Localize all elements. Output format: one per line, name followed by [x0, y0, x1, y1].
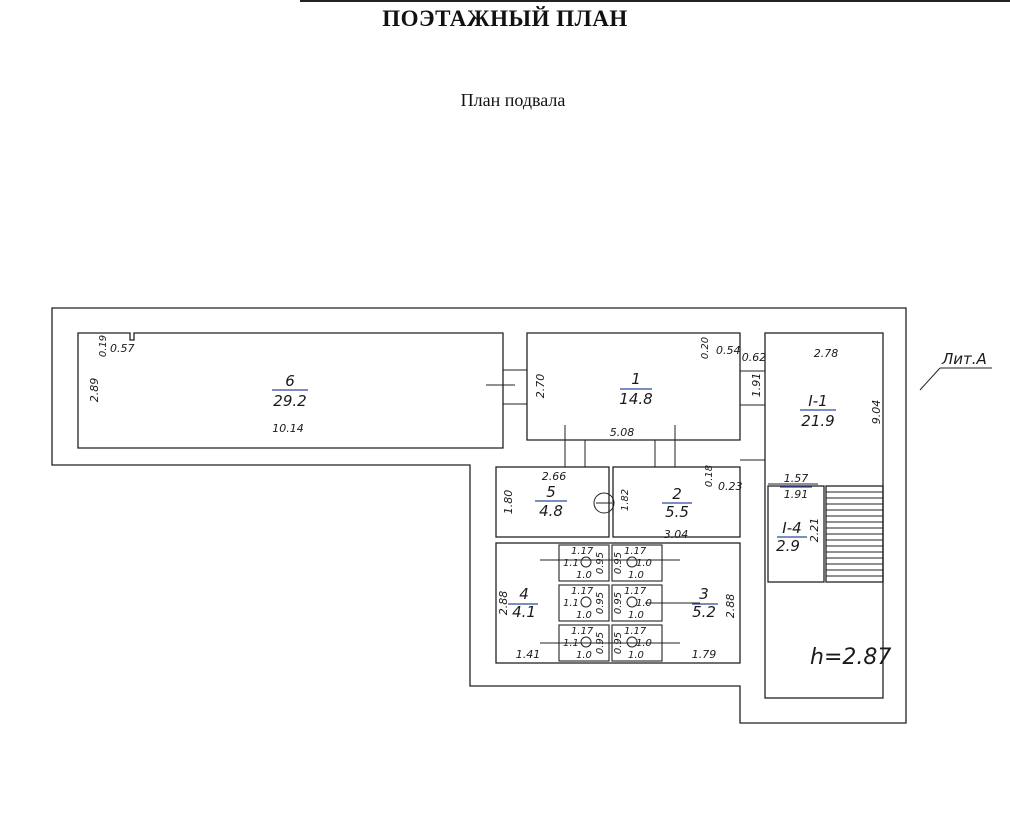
- room-6-dim-b: 0.57: [110, 342, 135, 355]
- room-I1-number: I-1: [808, 392, 827, 410]
- room-6-area: 29.2: [273, 392, 306, 410]
- room-5-dim-left: 1.80: [502, 490, 515, 515]
- room-I4-number: I-4: [782, 519, 801, 537]
- room-6-number: 6: [285, 372, 295, 390]
- cell-area-label: 1.0: [636, 558, 652, 569]
- room-3-number: 3: [699, 585, 709, 603]
- room-3-dim-right: 2.88: [724, 594, 737, 619]
- cell-width-label: 1.17: [624, 546, 647, 557]
- room-2-area: 5.5: [665, 503, 689, 521]
- page-title: ПОЭТАЖНЫЙ ПЛАН: [382, 6, 628, 31]
- page-subtitle: План подвала: [460, 90, 566, 110]
- cell-depth-label: 0.95: [595, 552, 606, 574]
- room-1-number: 1: [631, 370, 641, 388]
- cell-depth-label: 0.95: [613, 552, 624, 574]
- room-5-outline: [495, 466, 610, 538]
- room-2-outline: [612, 466, 741, 538]
- room-1-dim-left: 2.70: [534, 374, 547, 399]
- room-I1-dim-a: 0.62: [742, 351, 767, 364]
- cell-area-label: 1.0: [628, 570, 644, 581]
- room-1-dim-a: 0.20: [700, 337, 711, 359]
- room-I1-dim-left: 1.91: [750, 373, 763, 398]
- room-4-3-outline: [495, 542, 741, 664]
- stair-treads: [826, 491, 883, 577]
- room-2-dim-b: 0.18: [704, 465, 715, 487]
- cell-width-label: 1.17: [624, 586, 647, 597]
- top-rule: [300, 0, 1010, 2]
- room-5-area: 4.8: [539, 502, 563, 520]
- cell-area-label: 1.1: [563, 558, 579, 569]
- room-I4-area: 2.9: [776, 537, 800, 555]
- room-I1-area: 21.9: [801, 412, 834, 430]
- litera-label: Лит.А: [941, 350, 987, 368]
- cell-depth-label: 0.95: [613, 632, 624, 654]
- room-4-dim-bottom: 1.41: [516, 648, 541, 661]
- room-3-dim-bottom: 1.79: [692, 648, 717, 661]
- room-6-dim-left: 2.89: [88, 378, 101, 403]
- room-I4-dim-top-a: 1.57: [784, 472, 809, 485]
- room-6-dim-bottom: 10.14: [272, 422, 304, 435]
- room-4-number: 4: [519, 585, 529, 603]
- room-1-area: 14.8: [619, 390, 652, 408]
- cell-area-label: 1.0: [576, 570, 592, 581]
- room-1-dim-b: 0.54: [716, 344, 741, 357]
- cell-area-label: 1.0: [636, 598, 652, 609]
- fraction-lines: [272, 388, 836, 605]
- cell-width-label: 1.17: [571, 586, 594, 597]
- cell-depth-label: 0.95: [595, 592, 606, 614]
- room-3-area: 5.2: [692, 603, 716, 621]
- cell-area-label: 1.0: [636, 638, 652, 649]
- cell-area-label: 1.1: [563, 638, 579, 649]
- door-marks: [486, 367, 992, 644]
- room-5-number: 5: [546, 483, 556, 501]
- room-I4-dim-top-b: 1.91: [784, 488, 809, 501]
- room-6-outline: [77, 332, 504, 449]
- room-4-dim-left: 2.88: [497, 591, 510, 616]
- room-I1-dim-top: 2.78: [814, 347, 839, 360]
- outer-wall: [51, 307, 907, 724]
- room-2-number: 2: [672, 485, 682, 503]
- cell-depth-label: 0.95: [595, 632, 606, 654]
- room-2-dim-a: 1.82: [620, 489, 631, 511]
- storage-cell-labels: 1.17 1.17 1.17 1.17 1.17 1.17 1.1 1.0 1.…: [563, 546, 652, 661]
- room-6-dim-a: 0.19: [98, 335, 109, 357]
- cell-area-label: 1.0: [628, 650, 644, 661]
- cell-area-label: 1.0: [576, 610, 592, 621]
- cell-area-label: 1.0: [576, 650, 592, 661]
- cell-depth-label: 0.95: [613, 592, 624, 614]
- cell-width-label: 1.17: [571, 546, 594, 557]
- cell-area-label: 1.0: [628, 610, 644, 621]
- cell-width-label: 1.17: [571, 626, 594, 637]
- cell-width-label: 1.17: [624, 626, 647, 637]
- cell-area-label: 1.1: [563, 598, 579, 609]
- room-I1-dim-right: 9.04: [870, 400, 883, 425]
- room-2-dim-c: 0.23: [718, 480, 743, 493]
- room-2-dim-bottom: 3.04: [664, 528, 689, 541]
- fixture-circles: [580, 492, 638, 648]
- room-4-area: 4.1: [512, 603, 536, 621]
- room-5-dim-top: 2.66: [542, 470, 567, 483]
- room-1-dim-bottom: 5.08: [610, 426, 635, 439]
- room-I4-dim-right: 2.21: [808, 518, 821, 543]
- ceiling-height-label: h=2.87: [810, 645, 891, 670]
- room-I4-outline: [767, 485, 825, 583]
